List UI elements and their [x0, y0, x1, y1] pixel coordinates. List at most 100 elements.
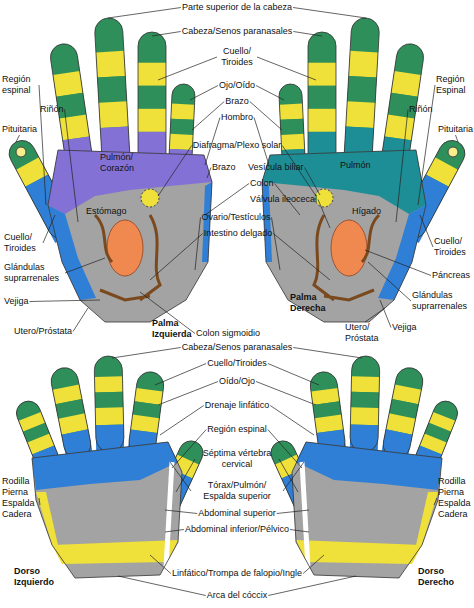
zone-label: Válvula ileocecal [250, 194, 317, 205]
leader-line [150, 555, 171, 574]
finger-zone [385, 115, 415, 141]
finger-zone [95, 407, 123, 425]
finger-zone [280, 119, 304, 135]
finger [49, 365, 93, 460]
zone-label: Diafragma/Plexo solar [193, 140, 282, 151]
zone-label: Región espinal [2, 74, 38, 96]
finger-zone [350, 356, 380, 453]
spine-strip [166, 462, 172, 568]
leader-line [290, 530, 309, 533]
leader-line [380, 300, 391, 328]
zone-label: Pulmón [340, 160, 371, 171]
zone-label: Glándulas suprarrenales [412, 290, 472, 312]
zone-label: Pituitaria [2, 124, 37, 135]
finger-zone [138, 86, 166, 109]
finger-zone [94, 376, 122, 392]
leader-line [165, 530, 184, 533]
leader-line [456, 135, 458, 142]
leader-line [118, 576, 206, 596]
zone-label: Hombro [221, 112, 253, 123]
finger [343, 17, 380, 169]
leader-line [16, 135, 20, 142]
zone-label: Oído/Ojo [219, 376, 255, 387]
lung-zone [48, 150, 212, 214]
zone-label: Hígado [352, 206, 381, 217]
zone-label: Ovario/Testículos [201, 212, 270, 223]
finger [94, 17, 131, 169]
left-back [13, 356, 207, 578]
zone-label: Abdominal superior [198, 508, 276, 519]
zone-label: Cuello/ Tiroides [434, 236, 472, 258]
finger-zone [169, 134, 193, 150]
spine-zone [378, 205, 426, 300]
finger-zone [279, 104, 303, 120]
zone-label: Linfático/Trompa de falopio/Ingle [172, 568, 302, 579]
zone-label: Pulmón/ Corazón [100, 152, 144, 174]
plexus-circle [315, 189, 333, 207]
leader-line [268, 430, 302, 469]
finger-zone [351, 376, 379, 392]
leader-line [176, 459, 195, 492]
leader-line [65, 110, 78, 223]
leader-line [268, 364, 319, 386]
leader-line [420, 215, 433, 247]
intestine-line [95, 215, 160, 300]
leader-line [112, 348, 181, 359]
wrist-zone [52, 540, 178, 564]
leader-line [108, 8, 181, 19]
leader-line [39, 498, 40, 505]
leader-line [293, 32, 322, 37]
zone-label: Pituitaria [438, 124, 473, 135]
leader-line [272, 218, 280, 271]
zone-label: Glándulas suprarrenales [4, 262, 64, 284]
hand-view-title: Palma Izquierda [152, 318, 198, 340]
leader-line [256, 86, 284, 101]
leader-line [273, 234, 330, 281]
leader-line [160, 406, 204, 436]
leader-line [207, 168, 211, 179]
zone-label: Drenaje linfático [205, 400, 270, 411]
zone-label: Estómago [86, 206, 127, 217]
zone-label: Cabeza/Senos paranasales [182, 342, 293, 353]
zone-label: Brazo [212, 162, 236, 173]
zone-label: Cuello/Tiroides [207, 358, 267, 369]
pituitary-dot [448, 147, 458, 157]
leader-line [318, 200, 330, 229]
leader-line [30, 300, 100, 302]
zone-label: Vesícula biliar [248, 162, 304, 173]
finger-outline [343, 17, 380, 169]
leader-line [283, 462, 304, 491]
leader-line [165, 510, 197, 514]
hand-view-title: Palma Derecha [290, 292, 335, 314]
leader-line [190, 86, 218, 101]
leader-line [418, 85, 435, 205]
zone-label: Arca del cóccix [207, 590, 268, 601]
zone-label: Riñón [40, 104, 64, 115]
zone-label: Cabeza/Senos paranasales [182, 26, 293, 37]
hand-view-title: Dorso Izquierdo [14, 566, 62, 588]
finger-zone [351, 392, 379, 408]
zone-label: Ojo/Oído [219, 80, 255, 91]
finger-outline [308, 32, 336, 170]
leader-line [158, 57, 217, 80]
finger-zone [94, 17, 131, 169]
zone-label: Abdominal inferior/Pélvico [185, 524, 289, 535]
back-zone [32, 442, 182, 578]
leader-line [39, 85, 46, 205]
leader-line [279, 459, 298, 492]
finger-zone [349, 51, 378, 78]
zone-label: Región Espinal [436, 74, 474, 96]
finger-zone [138, 32, 166, 170]
finger-zone [381, 365, 425, 460]
leader-line [158, 146, 192, 197]
finger-outline [350, 356, 380, 453]
leader-line [250, 102, 282, 131]
zone-label: Utero/ Próstata [345, 322, 385, 344]
finger-zone [281, 134, 305, 150]
organ-zone [331, 220, 367, 276]
leader-line [270, 406, 314, 436]
leader-line [155, 364, 206, 386]
spine-strip [302, 462, 308, 568]
intestine-line [314, 215, 379, 300]
